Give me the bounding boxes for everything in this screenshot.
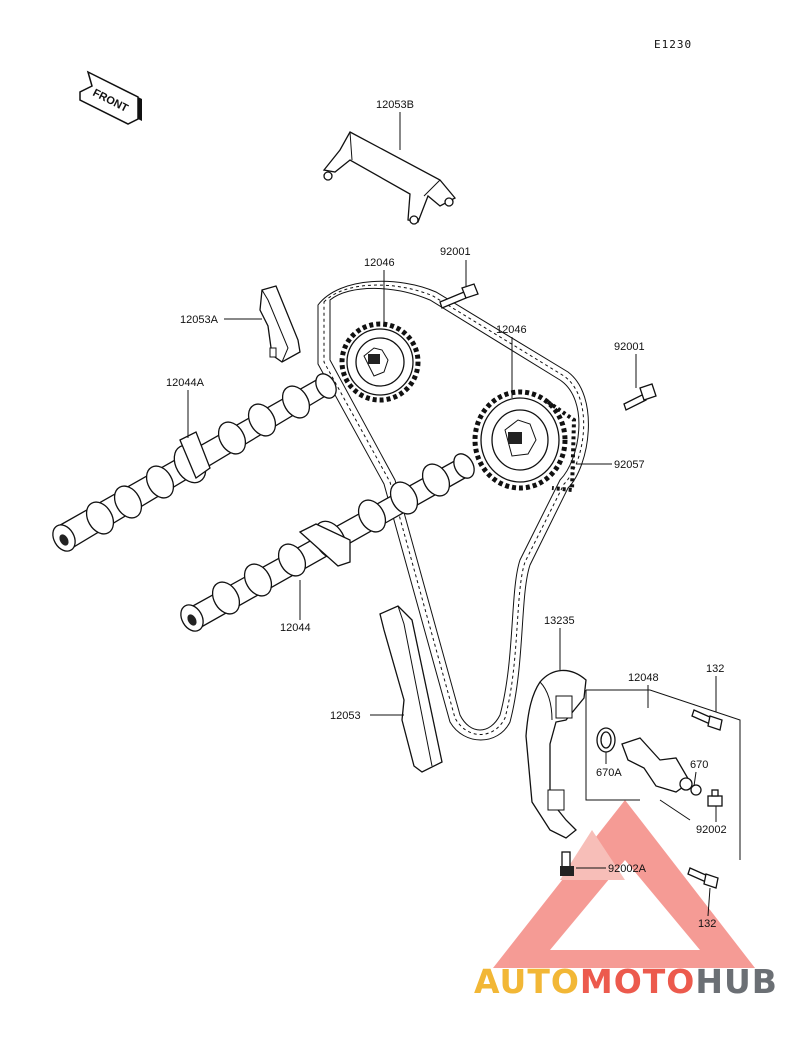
svg-text:92002: 92002 — [696, 824, 727, 836]
callout-13235: 13235 — [544, 615, 575, 670]
svg-text:670: 670 — [690, 759, 708, 771]
camshaft-exhaust — [52, 373, 337, 552]
callout-12053: 12053 — [330, 710, 404, 722]
chain-guide-rear — [379, 605, 443, 773]
chain-guide-upper — [259, 285, 301, 363]
callout-12044A: 12044A — [166, 377, 205, 438]
callout-12046-lower: 12046 — [496, 324, 527, 398]
callout-132-upper: 132 — [706, 663, 724, 712]
bolt-lower — [623, 383, 657, 411]
callout-92001-upper: 92001 — [440, 246, 471, 286]
svg-text:12046: 12046 — [364, 257, 395, 269]
svg-text:92001: 92001 — [440, 246, 471, 258]
cam-sprocket-lower — [472, 389, 577, 493]
callout-12053B: 12053B — [376, 99, 414, 150]
svg-text:AUTOMOTOHUB: AUTOMOTOHUB — [474, 962, 778, 1001]
chain-guide-upper-bracket — [322, 131, 457, 225]
bolt-upper — [439, 283, 479, 309]
callout-92057: 92057 — [576, 459, 645, 471]
camshaft-intake — [180, 453, 475, 632]
timing-chain — [317, 280, 589, 741]
callout-670: 670 — [690, 759, 708, 787]
bolt-tensioner-lower — [687, 867, 719, 889]
bolt-tensioner-cap — [707, 789, 723, 807]
bolt-guide-pivot — [560, 851, 574, 876]
tensioner-assembly — [585, 689, 741, 889]
callout-132-lower: 132 — [698, 887, 716, 930]
chain-tensioner-guide — [525, 669, 587, 839]
callout-12044: 12044 — [280, 580, 311, 634]
svg-text:12046: 12046 — [496, 324, 527, 336]
callout-92002: 92002 — [696, 806, 727, 836]
callout-92002A: 92002A — [576, 863, 647, 875]
cam-sprocket-upper — [339, 321, 421, 403]
callout-12048: 12048 — [628, 672, 659, 708]
callout-12053A: 12053A — [180, 314, 262, 326]
diagram-code: E1230 — [654, 38, 692, 51]
brand-hub: HUB — [695, 962, 778, 1001]
callout-670A: 670A — [596, 752, 622, 779]
brand-auto: AUTO — [474, 962, 580, 1001]
svg-text:92002A: 92002A — [608, 863, 647, 875]
svg-text:92001: 92001 — [614, 341, 645, 353]
svg-text:12053A: 12053A — [180, 314, 219, 326]
callout-92001-lower: 92001 — [614, 341, 645, 388]
svg-text:12053: 12053 — [330, 710, 361, 722]
svg-text:12048: 12048 — [628, 672, 659, 684]
svg-text:12053B: 12053B — [376, 99, 414, 111]
watermark-brand: AUTOMOTOHUB — [474, 962, 778, 1001]
bolt-tensioner-upper — [691, 709, 723, 731]
front-arrow-icon: FRONT — [79, 70, 142, 125]
svg-text:13235: 13235 — [544, 615, 575, 627]
svg-text:12044: 12044 — [280, 622, 311, 634]
brand-moto: MOTO — [580, 962, 695, 1001]
svg-text:132: 132 — [698, 918, 716, 930]
callout-12046-upper: 12046 — [364, 257, 395, 322]
svg-text:132: 132 — [706, 663, 724, 675]
svg-text:92057: 92057 — [614, 459, 645, 471]
svg-text:12044A: 12044A — [166, 377, 205, 389]
svg-text:670A: 670A — [596, 767, 622, 779]
